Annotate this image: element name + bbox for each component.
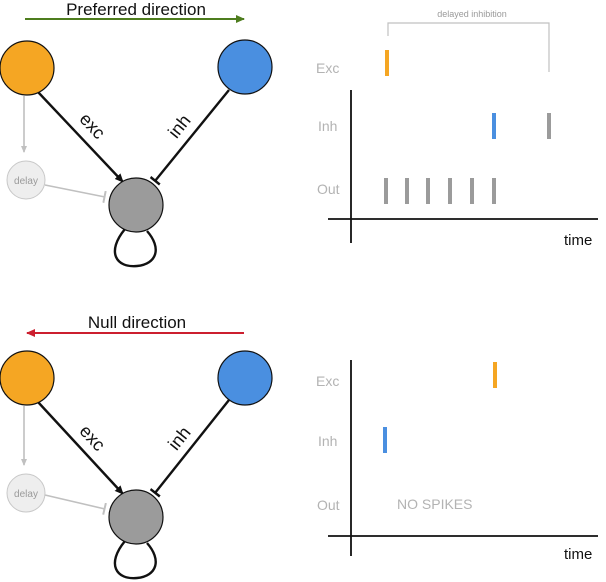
- null-panel: Null direction exc inh delay time Exc In…: [0, 313, 598, 580]
- preferred-raster-plot: time Exc Inh Out delayed inhibition: [316, 9, 598, 249]
- preferred-exc-spike: [385, 50, 389, 76]
- preferred-delay-label: delay: [14, 176, 38, 187]
- preferred-inh-spike: [492, 113, 496, 139]
- preferred-raster-row-label-inh: Inh: [318, 118, 337, 134]
- preferred-panel: Preferred direction exc inh delay time E…: [0, 0, 598, 268]
- null-excitatory-neuron: [0, 350, 55, 406]
- preferred-out-spike: [492, 178, 496, 204]
- null-raster-time-label: time: [564, 546, 592, 563]
- null-inh-spike: [383, 427, 387, 453]
- preferred-exc-connection: [37, 91, 124, 183]
- null-self-loop: [113, 532, 157, 580]
- null-delay-node: [6, 473, 46, 513]
- null-raster-row-label-inh: Inh: [318, 433, 337, 449]
- preferred-delay-node: [6, 160, 46, 200]
- preferred-out-spike: [470, 178, 474, 204]
- null-raster-row-label-out: Out: [317, 497, 340, 513]
- preferred-out-spike: [384, 178, 388, 204]
- preferred-raster-time-label: time: [564, 232, 592, 249]
- preferred-delayed-inhibition-bracket: [387, 22, 550, 72]
- preferred-inhibitory-neuron: [217, 39, 273, 95]
- null-heading: Null direction: [88, 313, 186, 332]
- null-delay-label: delay: [14, 489, 38, 500]
- preferred-out-spike: [426, 178, 430, 204]
- preferred-out-spike: [448, 178, 452, 204]
- null-delay-output-connection: [44, 494, 107, 515]
- preferred-out-spike: [405, 178, 409, 204]
- null-output-neuron: [108, 489, 164, 545]
- preferred-delayed-inhibition-label: delayed inhibition: [437, 9, 507, 19]
- preferred-inh-connection: [149, 89, 230, 186]
- null-exc-connection: [37, 401, 124, 495]
- null-inh-connection: [149, 399, 230, 498]
- null-raster-row-label-exc: Exc: [316, 373, 339, 389]
- preferred-delay-output-connection: [44, 184, 107, 203]
- preferred-heading: Preferred direction: [66, 0, 206, 19]
- null-no-spikes-annotation: NO SPIKES: [397, 496, 472, 512]
- preferred-excitatory-neuron: [0, 40, 55, 96]
- null-inhibitory-neuron: [217, 350, 273, 406]
- preferred-self-loop: [113, 220, 157, 268]
- preferred-inh-spike: [547, 113, 551, 139]
- preferred-output-neuron: [108, 177, 164, 233]
- preferred-raster-row-label-out: Out: [317, 181, 340, 197]
- null-exc-spike: [493, 362, 497, 388]
- preferred-raster-row-label-exc: Exc: [316, 60, 339, 76]
- null-raster-plot: time Exc Inh Out NO SPIKES: [316, 360, 598, 563]
